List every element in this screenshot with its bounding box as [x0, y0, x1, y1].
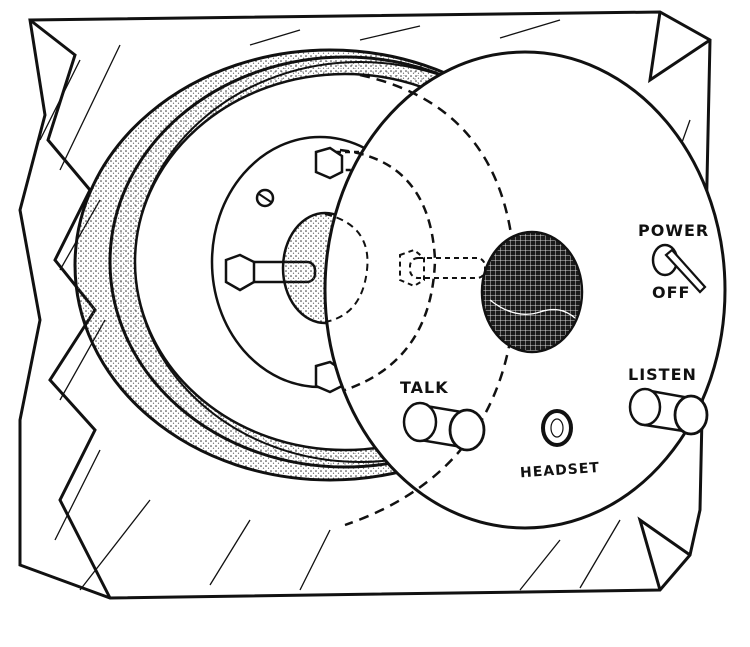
hidden-ring-outline: [344, 73, 517, 527]
listen-button[interactable]: [628, 387, 709, 436]
wall-box-zigzag-edge-inner: [18, 114, 46, 565]
wall-box-bottom-bevel: [637, 516, 691, 591]
toggle-lever-icon[interactable]: [664, 248, 707, 294]
hidden-boss-outline: [339, 148, 437, 392]
hex-nut-icon: [314, 146, 344, 180]
speaker-grille: [480, 230, 584, 354]
headset-jack[interactable]: [541, 409, 573, 447]
off-label: OFF: [652, 283, 690, 302]
wall-box-top-bevel: [648, 11, 711, 84]
hidden-mic-outline: [324, 213, 369, 323]
listen-label: LISTEN: [628, 365, 697, 384]
listen-button-back: [628, 387, 662, 427]
power-toggle-switch[interactable]: [651, 243, 707, 294]
talk-button-back: [402, 401, 438, 443]
listen-button-cap[interactable]: [673, 394, 709, 436]
hex-nut-icon: [224, 253, 256, 292]
talk-label: TALK: [400, 378, 449, 397]
headset-label: HEADSET: [520, 460, 601, 482]
speaker-grille-mesh: [480, 230, 584, 354]
talk-button-cap[interactable]: [448, 408, 486, 452]
power-label: POWER: [638, 221, 709, 240]
talk-button[interactable]: [402, 401, 486, 452]
